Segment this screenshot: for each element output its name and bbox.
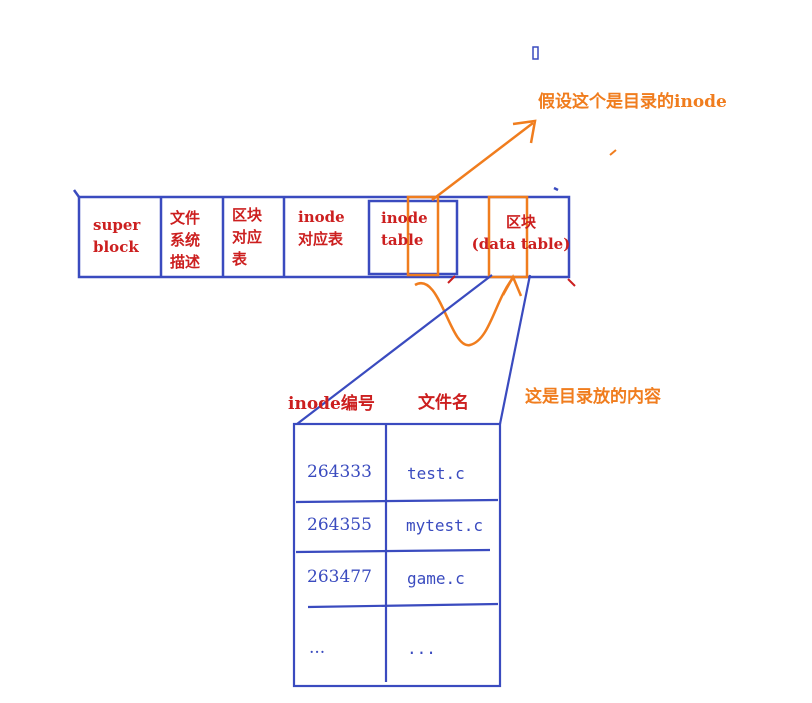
orange-highlights — [406, 119, 537, 347]
expansion-line-right — [498, 274, 532, 425]
block-bitmap-label: 区块 对应 表 — [232, 204, 262, 270]
row-4-name: ... — [407, 639, 436, 658]
expansion-line-left — [296, 274, 493, 425]
disk-strip-border — [77, 195, 571, 279]
inode-bitmap-line2: 对应表 — [298, 230, 344, 248]
annotation-arrowhead — [512, 119, 537, 144]
disk-layout-strip — [72, 186, 571, 279]
inode-table-line2: table — [381, 231, 424, 249]
row-divider-1 — [295, 498, 499, 504]
inode-highlight — [406, 195, 440, 277]
stray-mark — [532, 46, 539, 60]
red-tick-2 — [567, 278, 576, 287]
expansion-lines — [296, 274, 532, 425]
data-block-label: 区块 (data table) — [462, 211, 580, 255]
row-3-name: game.c — [407, 569, 465, 588]
row-2-name: mytest.c — [406, 516, 484, 535]
block-bitmap-line1: 区块 — [232, 206, 263, 224]
pointer-curve — [414, 277, 514, 347]
inode-bitmap-line1: inode — [298, 208, 345, 226]
group-desc-line3: 描述 — [170, 253, 201, 271]
header-inode-number: inode编号 — [288, 394, 375, 414]
group-desc-line2: 系统 — [170, 231, 201, 249]
stray-dash — [609, 149, 617, 156]
dir-inode-annotation: 假设这个是目录的inode — [538, 92, 727, 112]
super-block-line2: block — [93, 238, 139, 256]
right-tick — [553, 186, 559, 192]
group-desc-label: 文件 系统 描述 — [170, 207, 200, 273]
row-3-inode: 263477 — [307, 567, 372, 587]
group-desc-line1: 文件 — [170, 209, 201, 227]
red-tick-1 — [447, 275, 456, 284]
left-tick — [72, 189, 81, 198]
row-divider-3 — [307, 602, 499, 609]
row-2-inode: 264355 — [307, 515, 372, 535]
block-bitmap-line2: 对应 — [232, 228, 263, 246]
row-1-name: test.c — [407, 464, 465, 483]
inode-table-label: inode table — [381, 207, 428, 251]
data-block-highlight — [487, 195, 529, 279]
directory-table-border — [292, 422, 502, 688]
super-block-line1: super — [93, 216, 141, 234]
inode-bitmap-label: inode 对应表 — [298, 206, 345, 250]
data-block-line1: 区块 — [505, 213, 536, 231]
row-1-inode: 264333 — [307, 462, 372, 482]
block-bitmap-line3: 表 — [232, 250, 248, 268]
inode-table-line1: inode — [381, 209, 428, 227]
super-block-label: super block — [93, 214, 140, 258]
directory-table — [292, 422, 502, 688]
row-divider-2 — [295, 548, 491, 554]
row-4-inode: ... — [309, 638, 326, 658]
header-file-name: 文件名 — [418, 393, 469, 413]
dir-content-annotation: 这是目录放的内容 — [525, 387, 661, 407]
pointer-arrowhead — [501, 274, 523, 297]
annotation-arrow-line — [431, 122, 534, 201]
data-block-line2: (data table) — [471, 235, 571, 253]
